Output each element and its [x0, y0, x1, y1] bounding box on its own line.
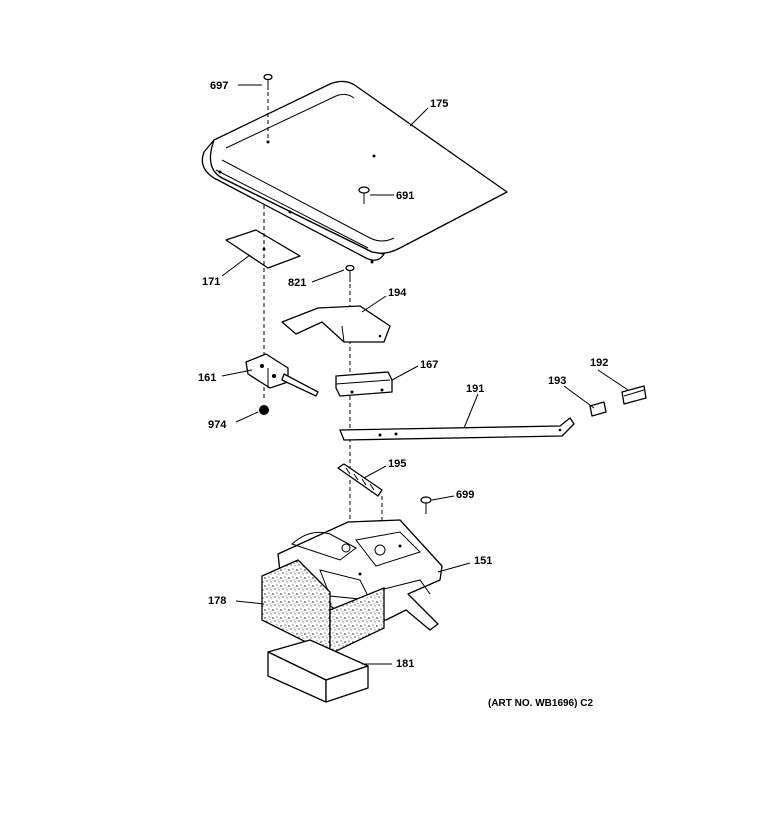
part-697-screw[interactable] [263, 73, 273, 141]
part-171-plate[interactable] [225, 229, 301, 269]
label-193: 193 [548, 375, 566, 387]
label-691: 691 [396, 190, 414, 202]
label-178: 178 [208, 595, 226, 607]
label-821: 821 [288, 277, 306, 289]
part-194-bracket[interactable] [281, 305, 391, 343]
label-161: 161 [198, 372, 216, 384]
part-974-nut[interactable] [259, 405, 269, 415]
part-691-screw[interactable] [358, 186, 370, 204]
label-151: 151 [474, 555, 492, 567]
label-181: 181 [396, 658, 414, 670]
label-175: 175 [430, 98, 448, 110]
art-number: (ART NO. WB1696) C2 [488, 698, 593, 709]
part-193-connector[interactable] [589, 401, 607, 417]
part-181-box[interactable] [267, 639, 369, 703]
part-178-housing[interactable] [261, 559, 385, 656]
label-697: 697 [210, 80, 228, 92]
part-191-lever[interactable] [339, 417, 575, 441]
part-699-screw[interactable] [420, 496, 432, 514]
part-161-switch[interactable] [245, 353, 319, 397]
part-821-screw[interactable] [345, 264, 355, 521]
label-194: 194 [388, 287, 407, 299]
part-195-spring[interactable] [337, 463, 383, 497]
part-192-knob[interactable] [621, 385, 647, 405]
label-191: 191 [466, 383, 484, 395]
label-974: 974 [208, 419, 227, 431]
label-699: 699 [456, 489, 474, 501]
leader-lines [221, 84, 629, 665]
part-175-cover[interactable] [201, 80, 508, 264]
label-192: 192 [590, 357, 608, 369]
label-195: 195 [388, 458, 406, 470]
label-167: 167 [420, 359, 438, 371]
label-171: 171 [202, 276, 220, 288]
part-167-block[interactable] [335, 371, 393, 397]
